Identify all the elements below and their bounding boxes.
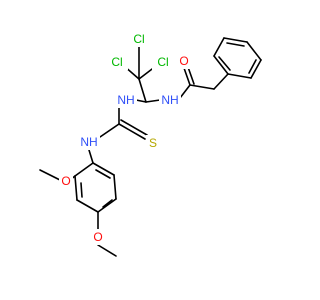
bond-o-bottom-ch3 xyxy=(97,244,117,257)
bond-ar-6 xyxy=(92,162,115,176)
bond-carbonyl-c-o-a xyxy=(183,67,191,86)
bond-ar-inner-1 xyxy=(80,182,83,198)
atom-cl-right: Cl xyxy=(157,55,168,69)
bond-carbonyl-c-o-b xyxy=(187,66,195,85)
atom-o-methoxy-left: O xyxy=(61,174,70,188)
bond-thiourea-c-nh xyxy=(99,123,120,138)
bond-ccl3-ch xyxy=(138,78,147,103)
bond-ph-3 xyxy=(246,41,262,61)
bond-nh-aryl xyxy=(88,149,94,164)
atom-nh-lower-thiourea: NH xyxy=(80,135,97,149)
atom-nh-amide: NH xyxy=(161,93,178,107)
bond-ph-5 xyxy=(213,37,225,57)
atom-cl-top: Cl xyxy=(133,32,144,46)
bond-thiourea-c-s-a xyxy=(118,123,146,140)
bond-ph-1 xyxy=(227,73,252,79)
bond-nh-carbonyl-c xyxy=(179,84,191,99)
bond-ar-inner-2 xyxy=(102,199,113,208)
bond-ch2-phenyl xyxy=(213,73,229,90)
bond-ph-2 xyxy=(250,59,262,79)
bond-ph-inner-3 xyxy=(218,56,231,71)
bond-ph-4 xyxy=(223,37,248,43)
bond-ar-3 xyxy=(76,199,99,213)
bond-o-left-ch3 xyxy=(39,169,61,181)
bond-ar-inner-3 xyxy=(95,169,111,179)
bond-ph-inner-2 xyxy=(226,42,245,47)
bond-ar-4 xyxy=(97,198,117,213)
bond-carbonyl-c-ch2 xyxy=(189,84,215,90)
atom-o-methoxy-bottom: O xyxy=(93,230,102,244)
bond-ph-inner-1 xyxy=(248,59,257,74)
atom-s-thione: S xyxy=(149,136,157,150)
molecule-structure: Cl Cl Cl O NH NH S NH O O xyxy=(39,32,262,257)
atom-cl-left: Cl xyxy=(111,55,122,69)
bond-ar-1 xyxy=(74,162,94,177)
bond-ch-nh-amide xyxy=(145,99,161,103)
bond-ar-2 xyxy=(74,175,78,201)
bond-thiourea-c-s-b xyxy=(120,119,148,136)
bond-ch-nh-thiourea xyxy=(135,99,147,103)
atom-o-carbonyl: O xyxy=(179,54,188,68)
atom-nh-upper-thiourea: NH xyxy=(117,93,134,107)
bond-ph-6 xyxy=(213,55,229,75)
bond-ar-5 xyxy=(113,174,117,200)
